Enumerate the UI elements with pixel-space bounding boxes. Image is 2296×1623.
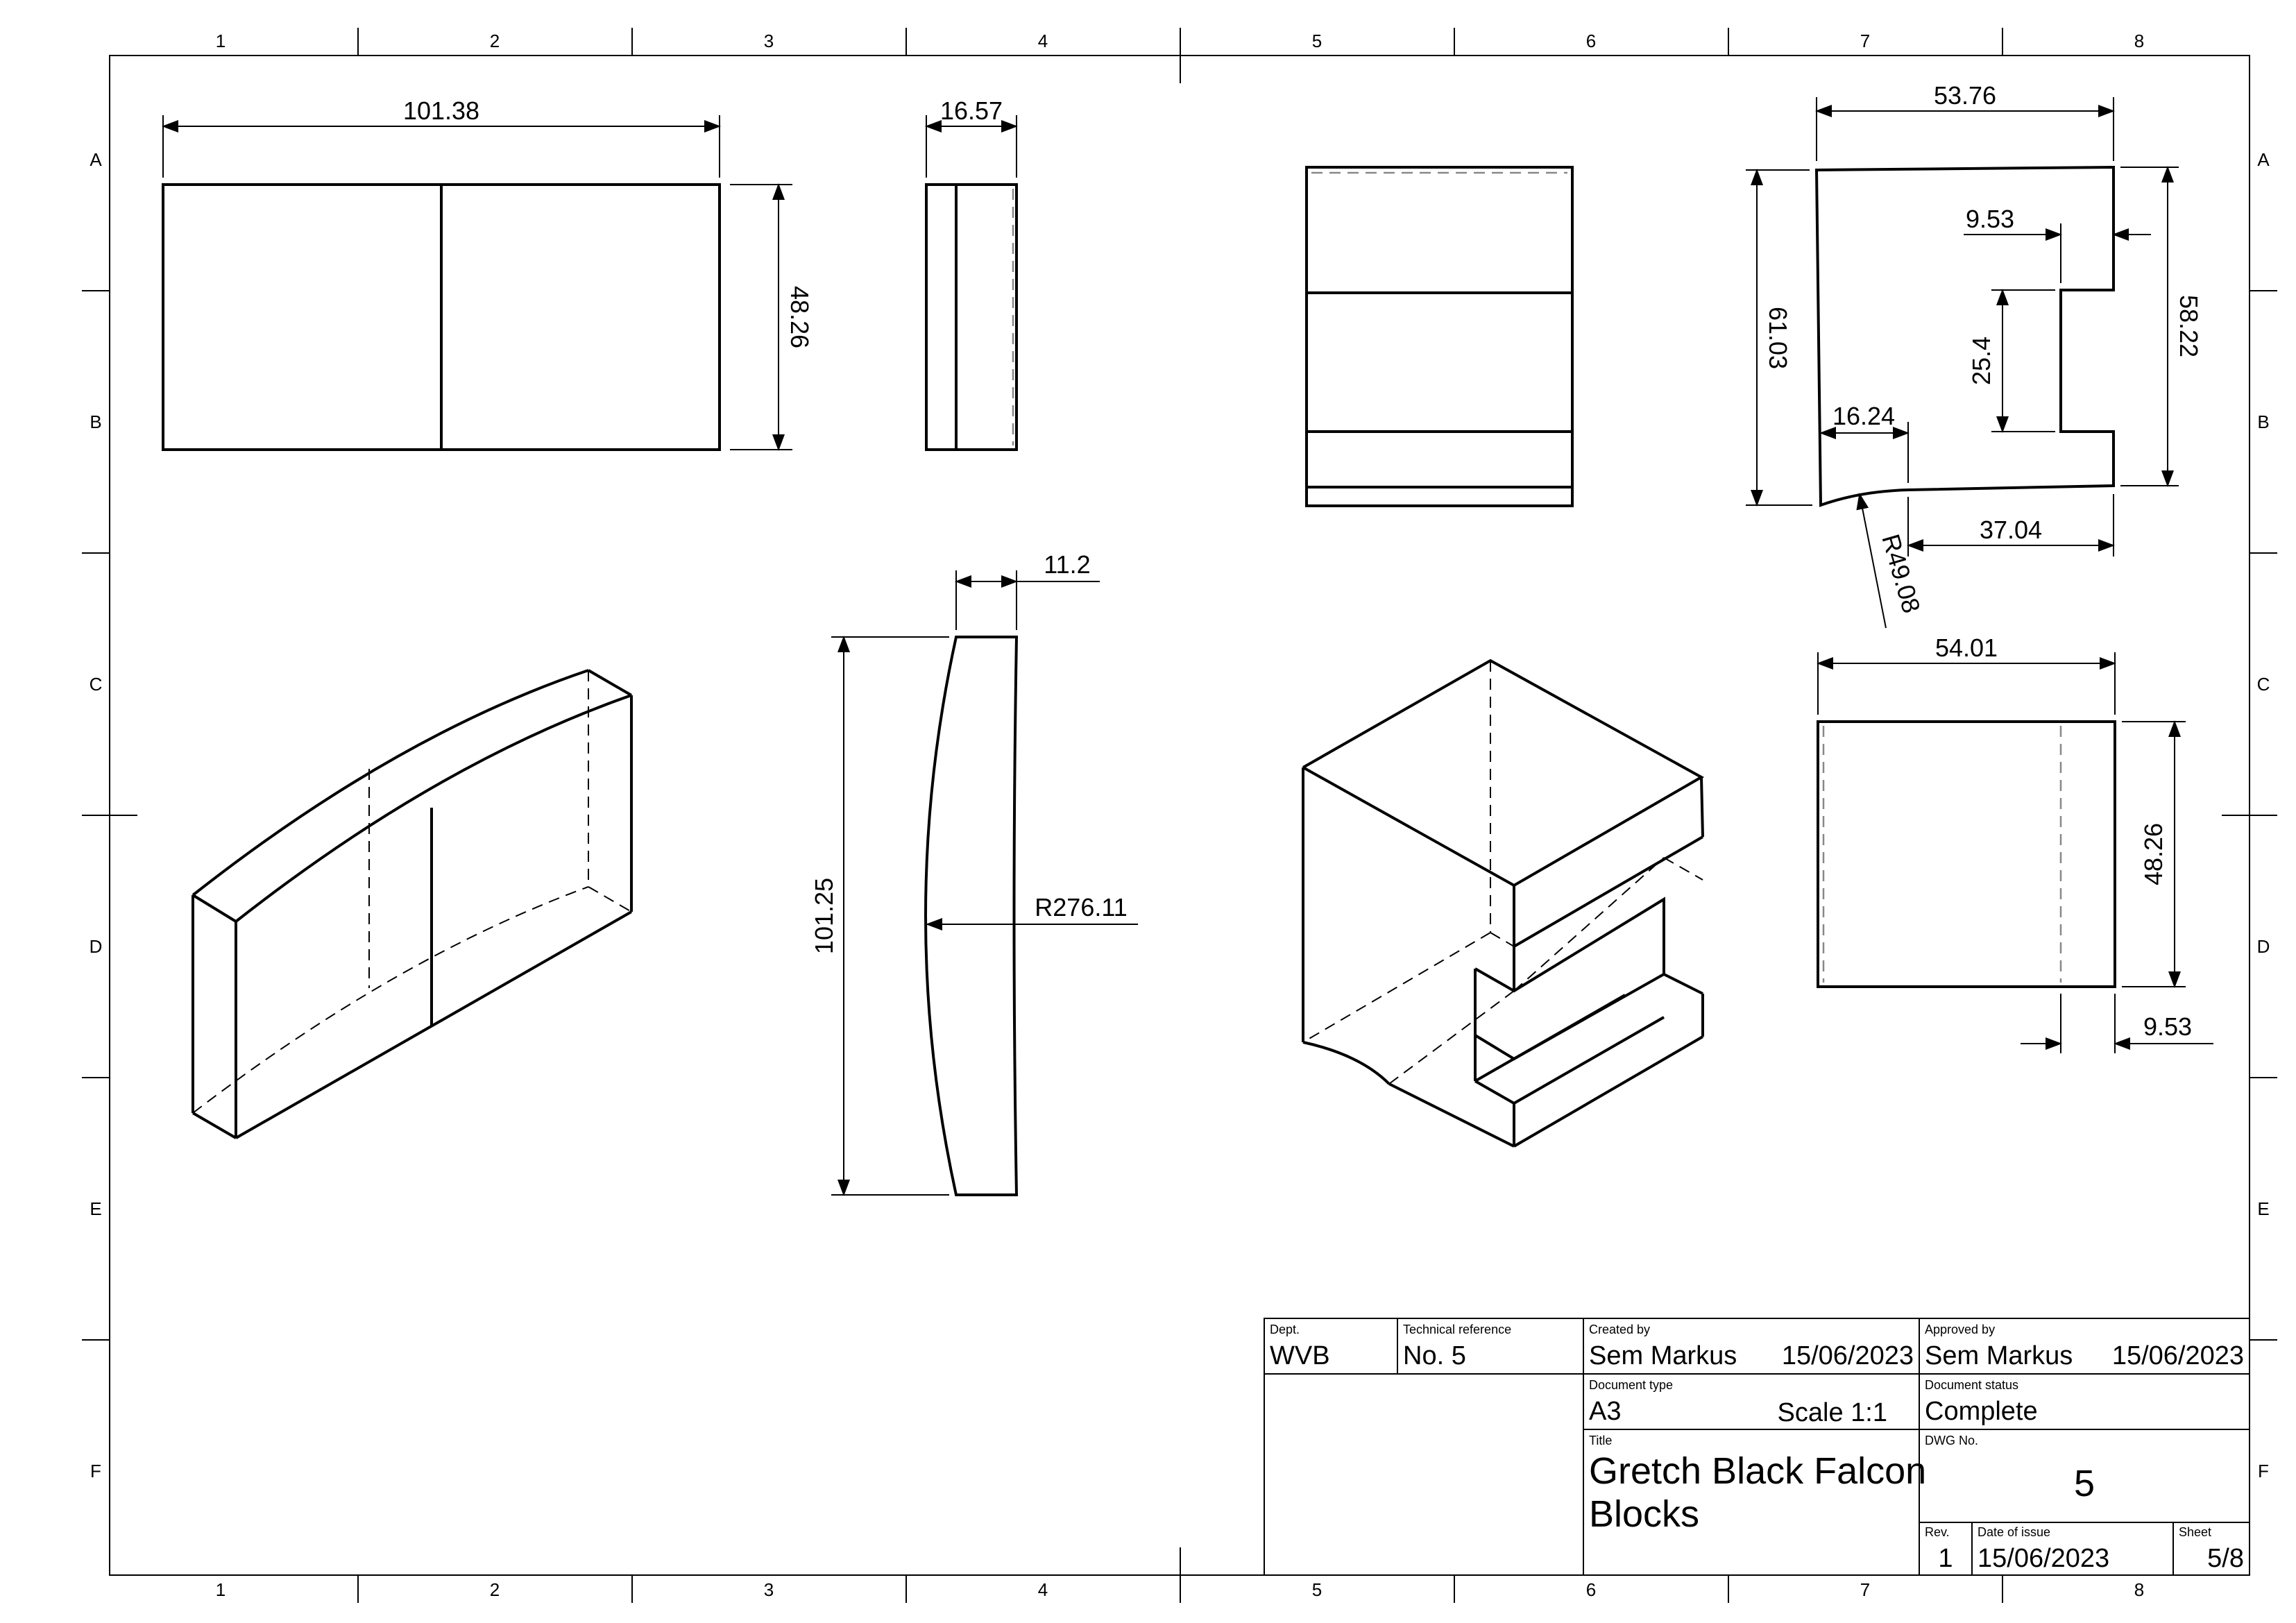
dim-section-left-height: 61.03 bbox=[1764, 307, 1792, 369]
sheet-label: Sheet bbox=[2179, 1525, 2211, 1539]
dim-side-width: 16.57 bbox=[940, 96, 1003, 125]
dim-section-slot-height: 25.4 bbox=[1967, 337, 1996, 385]
dept-label: Dept. bbox=[1270, 1323, 1300, 1336]
scale-value: Scale 1:1 bbox=[1778, 1398, 1887, 1427]
zone-row-a-right: A bbox=[2257, 149, 2270, 170]
zone-row-d-right: D bbox=[2257, 936, 2270, 957]
zone-row-c-right: C bbox=[2257, 674, 2270, 695]
side-view: 16.57 bbox=[925, 96, 1018, 451]
issue-label: Date of issue bbox=[1978, 1525, 2050, 1539]
approved-date: 15/06/2023 bbox=[2112, 1341, 2244, 1370]
zone-labels-left: A B C D E F bbox=[90, 149, 103, 1481]
zone-col-8-bottom: 8 bbox=[2134, 1579, 2144, 1600]
title-label: Title bbox=[1589, 1434, 1612, 1447]
zone-col-7-bottom: 7 bbox=[1860, 1579, 1870, 1600]
dim-section-top-width: 53.76 bbox=[1934, 81, 1996, 110]
created-date: 15/06/2023 bbox=[1782, 1341, 1914, 1370]
dim-section-radius: R49.08 bbox=[1876, 531, 1925, 616]
status-value: Complete bbox=[1925, 1397, 2038, 1426]
dwg-label: DWG No. bbox=[1925, 1434, 1978, 1447]
zone-col-2-bottom: 2 bbox=[490, 1579, 500, 1600]
zone-row-e: E bbox=[90, 1198, 101, 1219]
dept-value: WVB bbox=[1270, 1341, 1330, 1370]
zone-row-b-right: B bbox=[2257, 411, 2269, 432]
block-top-view bbox=[1305, 166, 1574, 507]
dim-section-bottom-width: 37.04 bbox=[1980, 516, 2042, 544]
zone-ticks bbox=[82, 28, 2277, 1603]
dim-section-slot-depth: 9.53 bbox=[1966, 205, 2014, 233]
rev-value: 1 bbox=[1938, 1544, 1953, 1573]
zone-row-c: C bbox=[90, 674, 103, 695]
zone-col-3-bottom: 3 bbox=[764, 1579, 774, 1600]
sheet-value: 5/8 bbox=[2207, 1544, 2244, 1573]
dim-profile-length: 101.25 bbox=[810, 878, 838, 954]
zone-labels-bottom: 1 2 3 4 5 6 7 8 bbox=[216, 1579, 2144, 1600]
zone-col-2: 2 bbox=[490, 31, 500, 51]
zone-col-4-bottom: 4 bbox=[1038, 1579, 1048, 1600]
approved-name: Sem Markus bbox=[1925, 1341, 2073, 1370]
zone-col-3: 3 bbox=[764, 31, 774, 51]
title-line-1: Gretch Black Falcon bbox=[1589, 1450, 1926, 1492]
zone-col-8: 8 bbox=[2134, 31, 2144, 51]
curved-block-profile: 11.2 101.25 R276.11 bbox=[810, 550, 1138, 1196]
issue-value: 15/06/2023 bbox=[1978, 1544, 2109, 1573]
zone-col-6: 6 bbox=[1586, 31, 1596, 51]
dim-section-right-height: 58.22 bbox=[2175, 295, 2203, 357]
dim-front-width: 101.38 bbox=[403, 96, 479, 125]
zone-col-5: 5 bbox=[1312, 31, 1322, 51]
zone-row-b: B bbox=[90, 411, 101, 432]
dim-profile-radius: R276.11 bbox=[1035, 893, 1127, 921]
zone-col-1-bottom: 1 bbox=[216, 1579, 226, 1600]
dim-profile-thickness: 11.2 bbox=[1044, 550, 1090, 579]
dim-bottom-view-height: 48.26 bbox=[2139, 823, 2168, 885]
zone-labels-right: A B C D E F bbox=[2257, 149, 2270, 1481]
zone-col-7: 7 bbox=[1860, 31, 1870, 51]
zone-row-f: F bbox=[90, 1461, 101, 1481]
dim-front-height: 48.26 bbox=[785, 286, 814, 348]
created-name: Sem Markus bbox=[1589, 1341, 1737, 1370]
zone-col-4: 4 bbox=[1038, 31, 1048, 51]
front-view: 101.38 48.26 bbox=[162, 96, 814, 451]
doctype-value: A3 bbox=[1589, 1397, 1621, 1426]
zone-col-6-bottom: 6 bbox=[1586, 1579, 1596, 1600]
title-block: Dept. WVB Technical reference No. 5 Crea… bbox=[1264, 1318, 2250, 1576]
slotted-block-isometric bbox=[1302, 658, 1705, 1148]
block-bottom-view: 54.01 48.26 9.53 bbox=[1817, 634, 2213, 1053]
doctype-label: Document type bbox=[1589, 1378, 1673, 1392]
dim-section-lip: 16.24 bbox=[1832, 402, 1895, 430]
section-profile-view: 53.76 9.53 25.4 61.03 58.22 16.24 37.04 … bbox=[1746, 81, 2203, 629]
approved-label: Approved by bbox=[1925, 1323, 1995, 1336]
curved-block-isometric bbox=[192, 669, 633, 1139]
dim-bottom-view-offset: 9.53 bbox=[2143, 1012, 2192, 1041]
zone-row-d: D bbox=[90, 936, 103, 957]
zone-row-e-right: E bbox=[2257, 1198, 2269, 1219]
zone-col-1: 1 bbox=[216, 31, 226, 51]
techref-label: Technical reference bbox=[1403, 1323, 1511, 1336]
zone-col-5-bottom: 5 bbox=[1312, 1579, 1322, 1600]
created-label: Created by bbox=[1589, 1323, 1650, 1336]
zone-labels-top: 1 2 3 4 5 6 7 8 bbox=[216, 31, 2144, 51]
techref-value: No. 5 bbox=[1403, 1341, 1466, 1370]
dwg-value: 5 bbox=[2074, 1463, 2095, 1504]
zone-row-f-right: F bbox=[2258, 1461, 2269, 1481]
zone-row-a: A bbox=[90, 149, 102, 170]
rev-label: Rev. bbox=[1925, 1525, 1950, 1539]
dim-bottom-view-width: 54.01 bbox=[1935, 634, 1998, 662]
status-label: Document status bbox=[1925, 1378, 2018, 1392]
title-line-2: Blocks bbox=[1589, 1493, 1699, 1535]
